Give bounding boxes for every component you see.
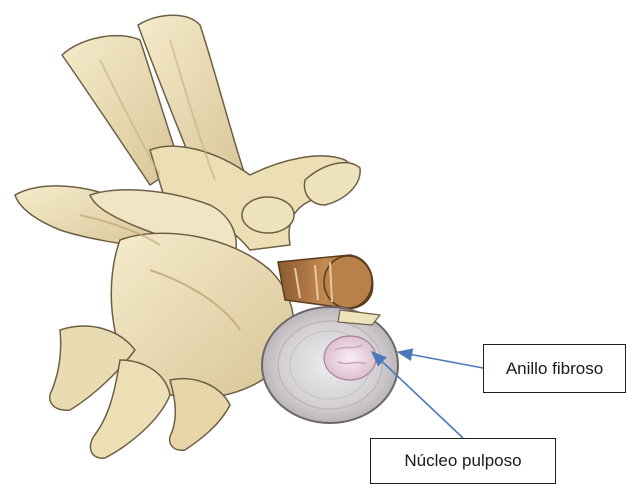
nucleus-label: Núcleo pulposo	[370, 438, 556, 484]
nucleus-shape	[324, 336, 376, 380]
articular-process	[242, 197, 294, 233]
annulus-label: Anillo fibroso	[483, 344, 626, 393]
annulus-pointer	[398, 352, 483, 368]
